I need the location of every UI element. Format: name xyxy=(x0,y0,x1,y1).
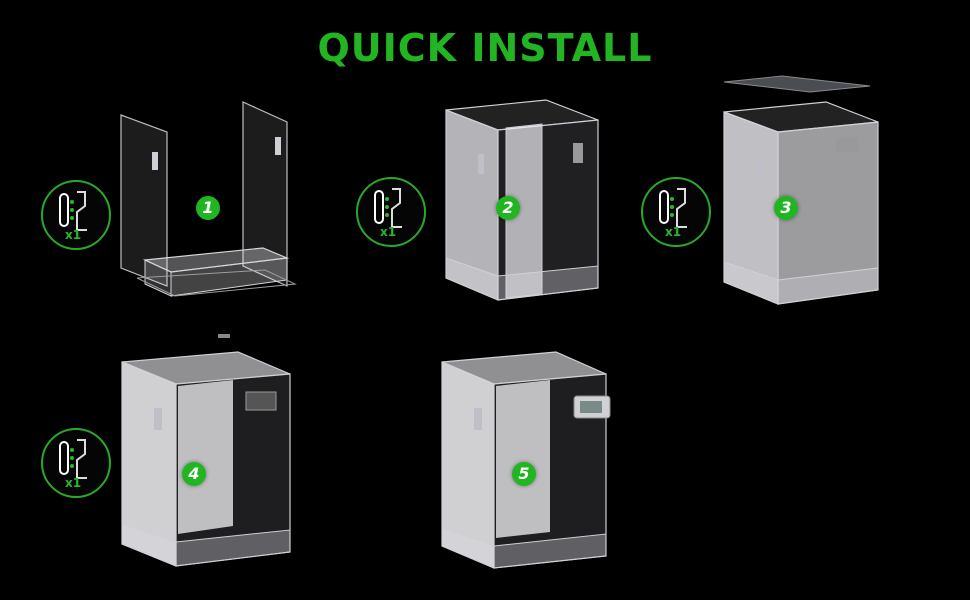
hinge-quantity: x1 xyxy=(665,225,682,239)
step-number-badge: 4 xyxy=(182,462,206,486)
step-2-illustration: 2 xyxy=(438,98,608,308)
hinge-quantity: x1 xyxy=(65,228,82,242)
step-number-badge: 2 xyxy=(496,196,520,220)
step-3-illustration: 3 xyxy=(718,75,888,306)
hinge-quantity: x1 xyxy=(65,476,82,490)
acrylic-box-with-thermometer xyxy=(441,351,611,569)
step-4-illustration: 4 xyxy=(118,330,298,570)
page-title: QUICK INSTALL xyxy=(317,26,653,70)
hinge-icon-step-3: x1 xyxy=(641,177,711,247)
hinge-icon-step-2: x1 xyxy=(356,177,426,247)
acrylic-panels-base xyxy=(120,101,297,297)
hinge-quantity: x1 xyxy=(380,225,397,239)
step-number-badge: 5 xyxy=(512,462,536,486)
step-1-illustration: 1 xyxy=(115,100,315,310)
acrylic-box-assembled xyxy=(121,334,291,567)
hinge-icon-step-1: x1 xyxy=(41,180,111,250)
acrylic-box-open-front xyxy=(445,99,599,301)
step-5-illustration: 5 xyxy=(438,346,618,576)
step-number-badge: 3 xyxy=(774,196,798,220)
step-number-badge: 1 xyxy=(196,196,220,220)
hinge-icon-step-4: x1 xyxy=(41,428,111,498)
thermometer-icon xyxy=(573,395,611,419)
acrylic-box-lid-lifted xyxy=(723,75,879,305)
